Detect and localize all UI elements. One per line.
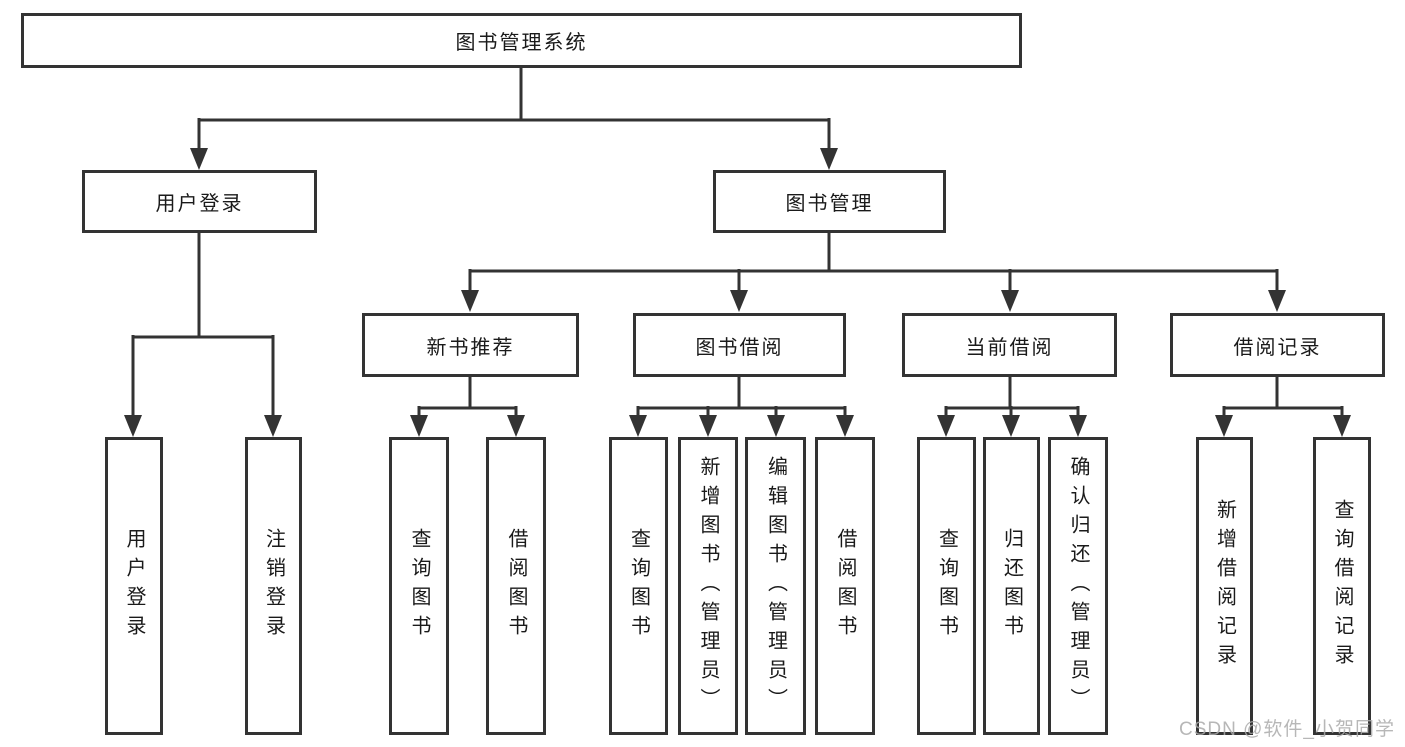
node-leaf-query-book-1-label: 查询图书	[408, 528, 430, 644]
node-book-borrow: 图书借阅	[633, 313, 846, 377]
node-leaf-add-borrow-record: 新增借阅记录	[1196, 437, 1253, 735]
node-leaf-query-book-3: 查询图书	[917, 437, 976, 735]
node-leaf-return-book: 归还图书	[983, 437, 1040, 735]
node-new-book-recommend-label: 新书推荐	[426, 336, 515, 359]
node-leaf-user-login: 用户登录	[105, 437, 163, 735]
node-leaf-add-book-admin: 新增图书（管理员）	[678, 437, 738, 735]
node-leaf-query-borrow-record: 查询借阅记录	[1313, 437, 1371, 735]
node-leaf-query-book-3-label: 查询图书	[935, 528, 958, 644]
watermark: CSDN @软件_小贺同学	[1179, 719, 1395, 740]
node-leaf-borrow-book-2: 借阅图书	[815, 437, 875, 735]
node-book-borrow-label: 图书借阅	[695, 336, 784, 359]
node-leaf-edit-book-admin: 编辑图书（管理员）	[745, 437, 806, 735]
node-leaf-borrow-book-2-label: 借阅图书	[834, 528, 856, 644]
node-borrow-record: 借阅记录	[1170, 313, 1385, 377]
node-leaf-edit-book-admin-label: 编辑图书（管理员）	[764, 455, 787, 717]
node-leaf-logout-label: 注销登录	[262, 528, 285, 644]
node-leaf-logout: 注销登录	[245, 437, 302, 735]
node-leaf-query-book-1: 查询图书	[389, 437, 449, 735]
node-leaf-confirm-return-admin: 确认归还（管理员）	[1048, 437, 1108, 735]
node-root-system-label: 图书管理系统	[455, 32, 588, 54]
node-leaf-return-book-label: 归还图书	[1000, 528, 1023, 644]
node-book-mgmt-branch-label: 图书管理	[785, 193, 874, 215]
node-user-login-branch-label: 用户登录	[155, 193, 244, 215]
node-leaf-user-login-label: 用户登录	[123, 528, 145, 644]
node-leaf-borrow-book-1: 借阅图书	[486, 437, 546, 735]
node-book-mgmt-branch: 图书管理	[713, 170, 946, 233]
node-new-book-recommend: 新书推荐	[362, 313, 579, 377]
node-leaf-add-book-admin-label: 新增图书（管理员）	[697, 455, 719, 717]
node-user-login-branch: 用户登录	[82, 170, 317, 233]
node-leaf-borrow-book-1-label: 借阅图书	[505, 528, 527, 644]
node-leaf-add-borrow-record-label: 新增借阅记录	[1213, 499, 1236, 673]
node-current-borrow-label: 当前借阅	[965, 336, 1054, 359]
node-leaf-query-book-2: 查询图书	[609, 437, 668, 735]
node-borrow-record-label: 借阅记录	[1233, 336, 1322, 359]
node-leaf-query-borrow-record-label: 查询借阅记录	[1331, 499, 1353, 673]
node-root-system: 图书管理系统	[21, 13, 1022, 68]
node-leaf-confirm-return-admin-label: 确认归还（管理员）	[1067, 455, 1089, 717]
node-current-borrow: 当前借阅	[902, 313, 1117, 377]
node-leaf-query-book-2-label: 查询图书	[627, 528, 650, 644]
